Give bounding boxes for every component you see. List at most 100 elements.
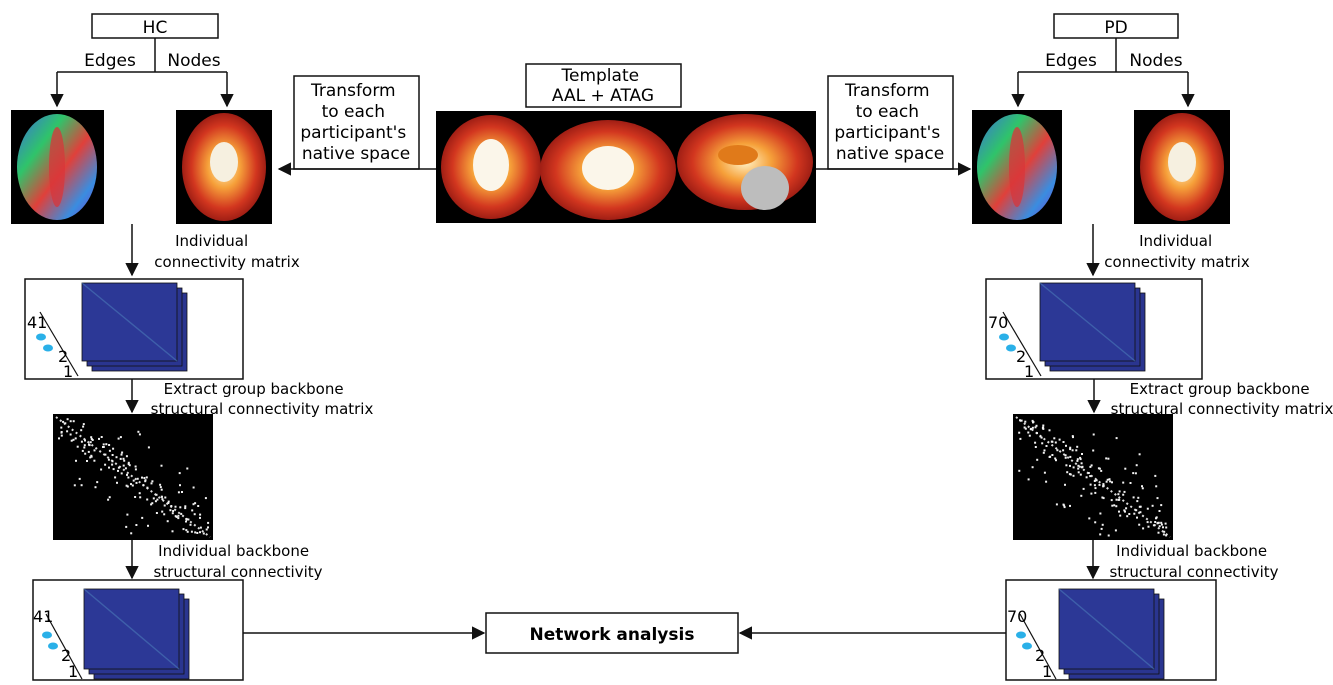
backbone-connection-dot [1105, 480, 1108, 483]
svg-text:Transform to each: Transform to each participant's native s… [300, 81, 411, 164]
backbone-connection-dot [1064, 456, 1067, 459]
backbone-connection-dot [1118, 498, 1121, 501]
backbone-connection-dot [1076, 458, 1079, 461]
backbone-connection-dot [177, 517, 180, 520]
backbone-connection-dot [1077, 467, 1080, 470]
backbone-connection-dot [1069, 448, 1072, 451]
backbone-connection-dot [197, 505, 200, 507]
backbone-connection-dot [1063, 504, 1066, 507]
backbone-connection-dot [1141, 487, 1144, 490]
hc-nodes-image [176, 110, 272, 224]
backbone-connection-dot [115, 456, 118, 459]
backbone-connection-dot [125, 455, 128, 458]
backbone-connection-dot [117, 466, 120, 469]
backbone-connection-dot [1107, 534, 1110, 537]
backbone-connection-dot [1098, 483, 1101, 486]
backbone-connection-dot [1106, 478, 1109, 481]
backbone-connection-dot [1071, 449, 1074, 452]
backbone-connection-dot [1024, 420, 1027, 423]
backbone-connection-dot [1151, 504, 1154, 507]
backbone-connection-dot [1072, 466, 1075, 469]
backbone-connection-dot [166, 520, 169, 523]
backbone-connection-dot [1102, 485, 1105, 488]
backbone-connection-dot [205, 528, 208, 531]
backbone-connection-dot [207, 526, 209, 529]
backbone-connection-dot [1051, 440, 1054, 443]
hc-column: HC Edges Nodes Individual connectivity m… [11, 13, 373, 681]
hc-backbone-two: 2 [61, 646, 71, 665]
backbone-connection-dot [122, 464, 125, 467]
network-analysis-box [485, 612, 739, 654]
backbone-connection-dot [1072, 474, 1075, 477]
backbone-connection-dot [112, 468, 115, 471]
backbone-connection-dot [104, 463, 107, 466]
backbone-connection-dot [1053, 437, 1056, 440]
backbone-connection-dot [1115, 498, 1118, 501]
backbone-connection-dot [89, 456, 92, 459]
backbone-connection-dot [1063, 506, 1066, 509]
backbone-connection-dot [1093, 480, 1096, 482]
backbone-connection-dot [167, 502, 170, 504]
backbone-connection-dot [136, 477, 139, 480]
backbone-connection-dot [1079, 458, 1082, 461]
backbone-connection-dot [1101, 496, 1104, 499]
hc-individual-backbone-matrices: 41 2 1 [32, 579, 244, 681]
backbone-connection-dot [1066, 471, 1069, 474]
backbone-connection-dot [111, 454, 114, 456]
backbone-connection-dot [1136, 516, 1138, 519]
backbone-connection-dot [84, 439, 86, 442]
backbone-connection-dot [144, 479, 147, 482]
backbone-connection-dot [108, 444, 111, 446]
backbone-connection-dot [1122, 493, 1125, 496]
backbone-connection-dot [74, 437, 77, 440]
backbone-connection-dot [80, 484, 83, 487]
backbone-connection-dot [1056, 449, 1059, 452]
backbone-connection-dot [1087, 472, 1090, 474]
backbone-connection-dot [128, 464, 131, 467]
backbone-connection-dot [104, 453, 107, 456]
backbone-connection-dot [1036, 432, 1038, 435]
backbone-connection-dot [93, 449, 96, 452]
backbone-connection-dot [1055, 503, 1058, 506]
backbone-connection-dot [1032, 421, 1034, 424]
backbone-connection-dot [1136, 500, 1139, 503]
backbone-connection-dot [196, 532, 199, 534]
hc-backbone-count: 41 [33, 607, 53, 626]
backbone-connection-dot [81, 449, 84, 452]
backbone-connection-dot [154, 500, 157, 503]
backbone-connection-dot [174, 515, 177, 518]
backbone-connection-dot [180, 512, 183, 515]
backbone-connection-dot [151, 502, 154, 505]
backbone-connection-dot [1141, 485, 1143, 488]
backbone-connection-dot [82, 425, 85, 428]
backbone-connection-dot [1162, 526, 1164, 529]
backbone-connection-dot [134, 496, 137, 498]
backbone-connection-dot [1122, 481, 1125, 484]
backbone-connection-dot [66, 430, 69, 433]
backbone-connection-dot [1092, 433, 1095, 436]
hc-individual-matrices: 41 2 1 [24, 278, 244, 381]
backbone-connection-dot [1163, 530, 1166, 533]
backbone-connection-dot [1019, 419, 1021, 422]
backbone-connection-dot [138, 433, 141, 436]
pd-transform: Transform to each participant's native s… [816, 75, 972, 176]
backbone-connection-dot [131, 484, 134, 487]
backbone-connection-dot [1069, 504, 1071, 507]
backbone-connection-dot [119, 457, 122, 460]
backbone-connection-dot [1024, 427, 1027, 430]
backbone-connection-dot [177, 491, 180, 494]
backbone-connection-dot [1049, 455, 1052, 458]
backbone-connection-dot [170, 505, 173, 507]
backbone-connection-dot [178, 472, 181, 475]
backbone-connection-dot [119, 436, 122, 439]
backbone-connection-dot [1094, 487, 1097, 490]
backbone-connection-dot [1156, 497, 1159, 500]
backbone-connection-dot [159, 486, 162, 489]
backbone-connection-dot [1028, 434, 1031, 437]
backbone-connection-dot [1100, 469, 1103, 472]
backbone-connection-dot [207, 521, 210, 524]
backbone-connection-dot [1165, 534, 1168, 537]
backbone-connection-dot [125, 484, 128, 487]
backbone-connection-dot [1042, 427, 1045, 430]
backbone-connection-dot [1069, 464, 1071, 467]
